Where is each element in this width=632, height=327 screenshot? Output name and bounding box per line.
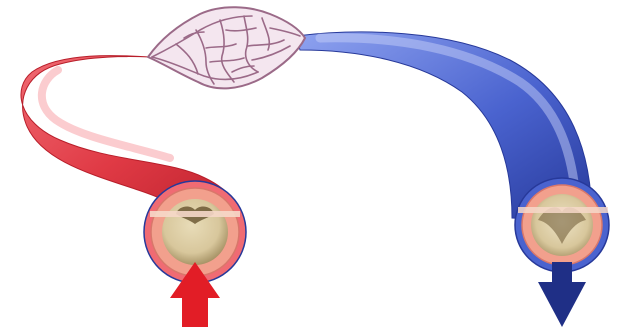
- vein: [296, 32, 609, 327]
- artery-lumen: [162, 199, 228, 265]
- artery: [21, 56, 246, 327]
- artery-wall-band: [150, 211, 240, 217]
- vein-cross-section: [515, 178, 609, 272]
- arrow-down-icon: [538, 262, 586, 327]
- vein-wall-band: [518, 207, 608, 213]
- capillary-bed: [148, 7, 305, 88]
